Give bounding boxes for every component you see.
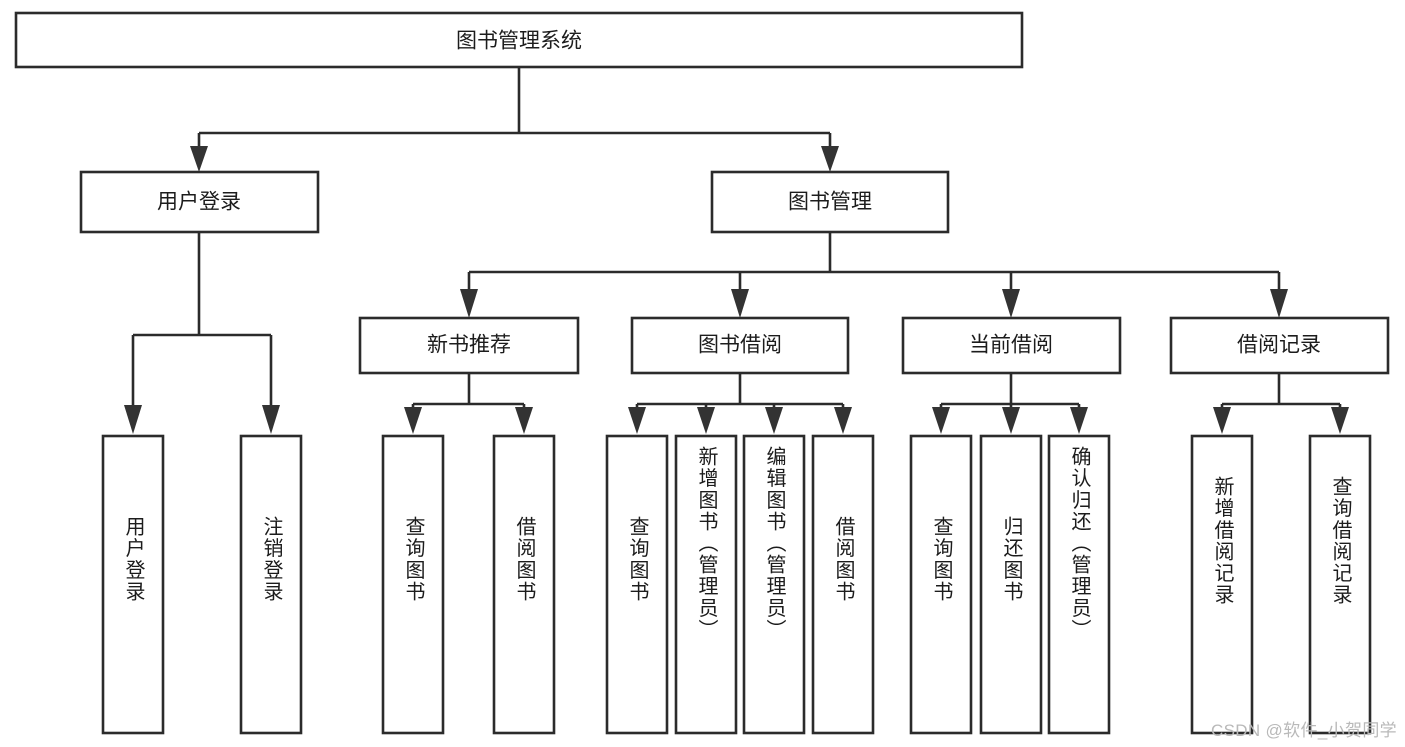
- arrowhead-newbook: [460, 289, 478, 318]
- arrowhead-leaf-user-login: [124, 405, 142, 434]
- node-label-leaf-add-book: 新增图书（管理员）: [695, 446, 717, 641]
- leaf-label-wrap-query-record: 查询借阅记录: [1310, 436, 1370, 733]
- node-label-leaf-confirm-return: 确认归还（管理员）: [1068, 446, 1090, 641]
- connector-group-root: [190, 67, 839, 172]
- node-box-leaf-query-book-2[interactable]: [605, 434, 669, 735]
- node-label-leaf-query-book-3: 查询图书: [930, 516, 952, 603]
- node-box-leaf-edit-book[interactable]: [742, 434, 806, 735]
- node-label-leaf-return-book: 归还图书: [1000, 516, 1022, 603]
- connector-group-user-login: [124, 232, 280, 434]
- connector-group-current-borrow: [932, 373, 1088, 434]
- leaf-label-wrap-borrow-book-2: 借阅图书: [813, 436, 873, 733]
- node-label-borrow-record: 借阅记录: [1237, 334, 1321, 357]
- node-label-book-borrow: 图书借阅: [698, 334, 782, 357]
- arrowhead-borrowrecord: [1270, 289, 1288, 318]
- node-box-leaf-borrow-book-1[interactable]: [492, 434, 556, 735]
- arrowhead-leaf-query-book-2: [628, 407, 646, 434]
- leaf-label-wrap-add-book: 新增图书（管理员）: [676, 436, 736, 733]
- node-label-current-borrow: 当前借阅: [969, 334, 1053, 357]
- node-box-leaf-logout[interactable]: [239, 434, 303, 735]
- leaf-label-wrap-query-book-3: 查询图书: [911, 436, 971, 733]
- leaf-label-wrap-user-login: 用户登录: [103, 436, 163, 733]
- node-label-leaf-edit-book: 编辑图书（管理员）: [763, 446, 785, 641]
- node-label-leaf-borrow-book-1: 借阅图书: [513, 516, 535, 603]
- node-label-user-login: 用户登录: [157, 191, 241, 214]
- node-label-leaf-add-record: 新增借阅记录: [1211, 476, 1233, 606]
- node-label-leaf-user-login: 用户登录: [122, 516, 144, 603]
- arrowhead-leaf-add-record: [1213, 407, 1231, 434]
- arrowhead-leaf-borrow-book-2: [834, 407, 852, 434]
- leaf-label-wrap-query-book-2: 查询图书: [607, 436, 667, 733]
- node-label-leaf-borrow-book-2: 借阅图书: [832, 516, 854, 603]
- node-label-leaf-query-record: 查询借阅记录: [1329, 476, 1351, 606]
- node-box-current-borrow[interactable]: [901, 316, 1122, 375]
- node-box-root[interactable]: [14, 11, 1024, 69]
- arrowhead-currentborrow: [1002, 289, 1020, 318]
- arrowhead-leaf-query-record: [1331, 407, 1349, 434]
- node-box-leaf-confirm-return[interactable]: [1047, 434, 1111, 735]
- connector-group-borrow-record: [1213, 373, 1349, 434]
- node-label-new-book-rec: 新书推荐: [427, 334, 511, 357]
- arrowhead-bookmanage: [821, 146, 839, 172]
- node-box-leaf-query-book-1[interactable]: [381, 434, 445, 735]
- arrowhead-leaf-edit-book: [765, 407, 783, 434]
- arrowhead-leaf-return-book: [1002, 407, 1020, 434]
- node-box-leaf-query-book-3[interactable]: [909, 434, 973, 735]
- node-box-leaf-user-login[interactable]: [101, 434, 165, 735]
- node-box-leaf-query-record[interactable]: [1308, 434, 1372, 735]
- leaf-label-wrap-return-book: 归还图书: [981, 436, 1041, 733]
- node-box-book-borrow[interactable]: [630, 316, 850, 375]
- connector-group-book-borrow: [628, 373, 852, 434]
- arrowhead-leaf-add-book: [697, 407, 715, 434]
- node-label-book-manage: 图书管理: [788, 191, 872, 214]
- connector-group-book-manage: [460, 232, 1288, 318]
- arrowhead-leaf-query-book-1: [404, 407, 422, 434]
- connector-group-new-book-rec: [404, 373, 533, 434]
- leaf-label-wrap-query-book-1: 查询图书: [383, 436, 443, 733]
- node-label-leaf-query-book-2: 查询图书: [626, 516, 648, 603]
- node-box-book-manage[interactable]: [710, 170, 950, 234]
- arrowhead-leaf-borrow-book-1: [515, 407, 533, 434]
- node-box-borrow-record[interactable]: [1169, 316, 1390, 375]
- node-label-leaf-query-book-1: 查询图书: [402, 516, 424, 603]
- node-box-leaf-add-book[interactable]: [674, 434, 738, 735]
- leaf-label-wrap-borrow-book-1: 借阅图书: [494, 436, 554, 733]
- node-box-leaf-return-book[interactable]: [979, 434, 1043, 735]
- csdn-watermark: CSDN @软件_小贺同学: [1210, 721, 1397, 740]
- leaf-label-wrap-edit-book: 编辑图书（管理员）: [744, 436, 804, 733]
- arrowhead-leaf-query-book-3: [932, 407, 950, 434]
- arrowhead-bookborrow: [731, 289, 749, 318]
- arrowhead-leaf-confirm-return: [1070, 407, 1088, 434]
- node-label-root: 图书管理系统: [456, 30, 582, 53]
- node-box-leaf-add-record[interactable]: [1190, 434, 1254, 735]
- node-label-leaf-logout: 注销登录: [260, 516, 282, 603]
- leaf-label-wrap-logout: 注销登录: [241, 436, 301, 733]
- leaf-label-wrap-add-record: 新增借阅记录: [1192, 436, 1252, 733]
- node-box-new-book-rec[interactable]: [358, 316, 580, 375]
- node-box-leaf-borrow-book-2[interactable]: [811, 434, 875, 735]
- arrowhead-leaf-logout: [262, 405, 280, 434]
- leaf-label-wrap-confirm-return: 确认归还（管理员）: [1049, 436, 1109, 733]
- node-box-user-login[interactable]: [79, 170, 320, 234]
- arrowhead-userlogin: [190, 146, 208, 172]
